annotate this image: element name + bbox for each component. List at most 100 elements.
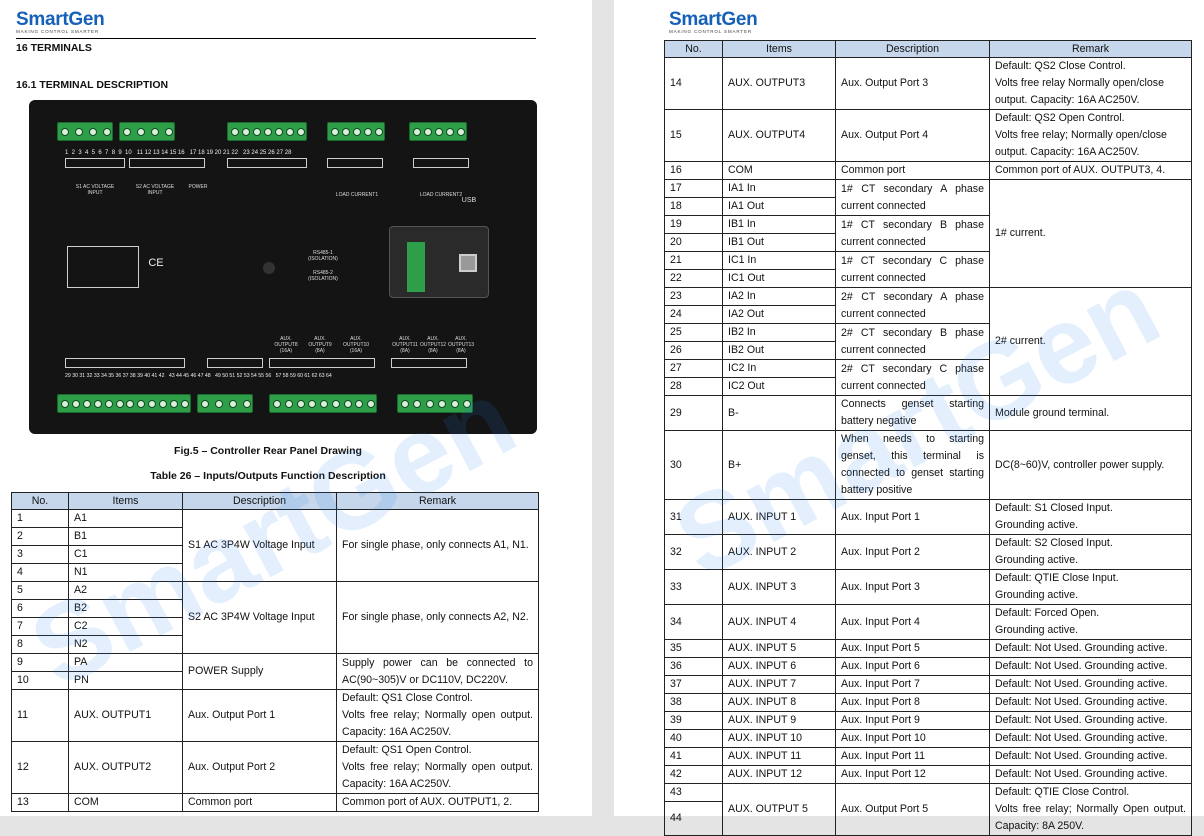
cell-no: 37 <box>664 675 723 694</box>
cell-remark: Default: QS1 Close Control.Volts free re… <box>336 689 539 742</box>
cell-item: IC2 In <box>722 359 836 378</box>
label-s2-voltage: S2 AC VOLTAGE INPUT <box>135 184 175 196</box>
cell-no: 35 <box>664 639 723 658</box>
cell-no: 13 <box>11 793 69 812</box>
cell-no: 24 <box>664 305 723 324</box>
cell-remark: 2# current. <box>989 287 1192 396</box>
brand-logo: SmartGen MAKING CONTROL SMARTER <box>16 9 105 34</box>
terminal-grid-5 <box>413 158 469 168</box>
cell-remark: Default: Not Used. Grounding active. <box>989 729 1192 748</box>
cell-no: 36 <box>664 657 723 676</box>
terminal-screw <box>89 128 97 136</box>
cell-item: AUX. OUTPUT4 <box>722 109 836 162</box>
label-aux-output13: AUX. OUTPUT13 (8A) <box>447 336 475 354</box>
cell-description: Common port <box>835 161 990 180</box>
cell-description: Aux. Output Port 3 <box>835 57 990 110</box>
terminal-screw <box>343 400 352 408</box>
terminal-block-3 <box>227 122 307 141</box>
cell-no: 29 <box>664 395 723 431</box>
cell-item: AUX. INPUT 6 <box>722 657 836 676</box>
cell-item: IA2 In <box>722 287 836 306</box>
terminal-screw <box>401 400 409 408</box>
cell-no: 16 <box>664 161 723 180</box>
terminal-screw <box>286 128 294 136</box>
cell-description: 2# CT secondary B phase current connecte… <box>835 323 990 360</box>
table-row: 19 IB1 In 1# CT secondary B phase curren… <box>664 215 1192 252</box>
terminal-screw <box>463 400 471 408</box>
label-aux-output12: AUX. OUTPUT12 (8A) <box>419 336 447 354</box>
cell-description: Connects genset starting battery negativ… <box>835 395 990 431</box>
document-page-right: SmartGen MAKING CONTROL SMARTER No. Item… <box>614 0 1204 836</box>
rs485-connector <box>407 242 425 292</box>
ce-mark: CE <box>148 257 164 269</box>
cell-no: 3 <box>11 545 69 564</box>
cell-item: IC1 In <box>722 251 836 270</box>
cell-remark: Module ground terminal. <box>989 395 1192 431</box>
remark-line: Grounding active. <box>995 519 1079 531</box>
remark-line: Default: QS1 Open Control. <box>342 744 472 756</box>
cell-remark: Common port of AUX. OUTPUT3, 4. <box>989 161 1192 180</box>
col-header-description: Description <box>182 492 337 510</box>
cell-no: 44 <box>664 801 723 836</box>
cell-remark: Default: S2 Closed Input.Grounding activ… <box>989 534 1192 570</box>
cell-remark: Default: Not Used. Grounding active. <box>989 747 1192 766</box>
cell-no: 20 <box>664 233 723 252</box>
remark-line: Volts free relay; Normally Open output. … <box>995 803 1186 832</box>
terminal-screw <box>425 400 434 408</box>
label-power: POWER <box>188 184 208 190</box>
cell-no: 39 <box>664 711 723 730</box>
remark-line: Default: QTIE Close Input. <box>995 572 1119 584</box>
cell-remark: Default: QTIE Close Input.Grounding acti… <box>989 569 1192 605</box>
cell-item: IA1 Out <box>722 197 836 216</box>
cell-description: When needs to starting genset, this term… <box>835 430 990 500</box>
terminal-grid-3 <box>227 158 307 168</box>
cell-remark: Supply power can be connected to AC(90~3… <box>336 653 539 690</box>
terminal-screw <box>115 400 124 408</box>
terminal-screw <box>159 400 168 408</box>
cell-item: IB1 In <box>722 215 836 234</box>
col-header-remark: Remark <box>336 492 539 510</box>
terminal-screw <box>104 400 113 408</box>
label-s1-voltage: S1 AC VOLTAGE INPUT <box>75 184 115 196</box>
cell-no: 41 <box>664 747 723 766</box>
cell-description: 1# CT secondary B phase current connecte… <box>835 215 990 252</box>
table-row: 21 IC1 In 1# CT secondary C phase curren… <box>664 251 1192 288</box>
table-row: 30 B+ When needs to starting genset, thi… <box>664 430 1192 500</box>
terminal-screw <box>229 400 237 408</box>
header-rule <box>16 38 536 39</box>
terminal-screw <box>264 128 272 136</box>
cell-item: C2 <box>68 617 183 636</box>
remark-line: Default: QS2 Open Control. <box>995 112 1125 124</box>
cell-description: Aux. Output Port 4 <box>835 109 990 162</box>
terminal-screw <box>457 128 465 136</box>
cell-description: Aux. Input Port 11 <box>835 747 990 766</box>
terminal-screw <box>181 400 189 408</box>
cell-item: N2 <box>68 635 183 654</box>
terminal-screw <box>367 400 375 408</box>
remark-line: Default: S1 Closed Input. <box>995 502 1113 514</box>
label-aux-output9: AUX. OUTPUT9 (8A) <box>308 336 332 354</box>
terminal-screw <box>137 400 146 408</box>
cell-description: Aux. Input Port 7 <box>835 675 990 694</box>
cell-description: POWER Supply <box>182 653 337 690</box>
remark-line: Volts free relay; Normally open/close ou… <box>995 129 1167 158</box>
cell-no: 11 <box>11 689 69 742</box>
cell-description: 1# CT secondary A phase current connecte… <box>835 179 990 216</box>
terminal-screw <box>284 400 293 408</box>
cell-no: 4 <box>11 563 69 582</box>
cell-item: AUX. OUTPUT2 <box>68 741 183 794</box>
terminal-screw <box>61 400 69 408</box>
terminal-screw <box>253 128 261 136</box>
label-aux-output8: AUX. OUTPUT8 (16A) <box>274 336 298 354</box>
terminal-grid-1 <box>65 158 125 168</box>
terminal-block-8 <box>269 394 377 413</box>
cell-no: 8 <box>11 635 69 654</box>
terminal-screw <box>61 128 69 136</box>
cell-item: B- <box>722 395 836 431</box>
terminal-screw <box>215 400 223 408</box>
cell-description: Aux. Output Port 2 <box>182 741 337 794</box>
